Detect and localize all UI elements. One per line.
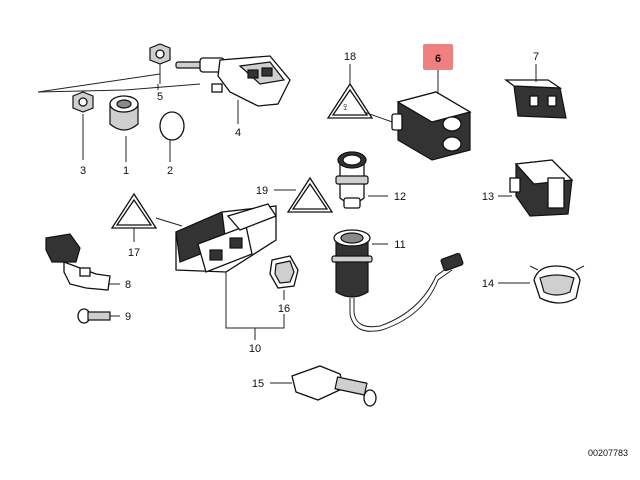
part-9-screw[interactable] bbox=[77, 308, 120, 324]
callout-17: 17 bbox=[128, 247, 140, 259]
part-12-cigarette-lighter[interactable] bbox=[335, 151, 388, 209]
part-3-nut[interactable] bbox=[72, 91, 94, 160]
part-15-sensor[interactable] bbox=[270, 365, 377, 407]
part-19-warning-triangle[interactable] bbox=[274, 176, 334, 213]
callout-1: 1 bbox=[123, 165, 129, 177]
part-8-bracket[interactable] bbox=[45, 233, 120, 291]
part-18-warning-triangle[interactable]: ꔌ bbox=[326, 64, 399, 125]
callout-15: 15 bbox=[252, 378, 264, 390]
callout-8: 8 bbox=[125, 279, 131, 291]
callout-9: 9 bbox=[125, 311, 131, 323]
part-13-switch-module[interactable] bbox=[498, 159, 574, 217]
part-14-clip[interactable] bbox=[498, 265, 585, 304]
part-11-socket[interactable] bbox=[331, 229, 464, 332]
callout-2: 2 bbox=[167, 165, 173, 177]
callout-5: 5 bbox=[157, 91, 163, 103]
part-17-warning-triangle[interactable] bbox=[110, 192, 183, 242]
part-2-cap[interactable] bbox=[159, 111, 185, 162]
part-6-switch[interactable] bbox=[391, 70, 472, 161]
part-10-switch-assembly[interactable] bbox=[175, 203, 277, 273]
callout-6: 6 bbox=[435, 53, 441, 65]
part-5-hex-nut[interactable] bbox=[149, 43, 171, 84]
leader-line bbox=[37, 83, 201, 93]
callout-7: 7 bbox=[533, 51, 539, 63]
part-16-button-cap[interactable] bbox=[269, 255, 299, 300]
callout-10: 10 bbox=[249, 343, 261, 355]
highlight-box bbox=[423, 44, 453, 70]
part-4-brake-light-switch[interactable] bbox=[175, 55, 291, 124]
callout-14: 14 bbox=[482, 278, 494, 290]
callout-16: 16 bbox=[278, 303, 290, 315]
svg-text:ꔌ: ꔌ bbox=[343, 103, 347, 112]
part-1-bushing[interactable] bbox=[109, 95, 139, 162]
callout-11: 11 bbox=[394, 239, 405, 251]
callout-4: 4 bbox=[235, 127, 241, 139]
callout-3: 3 bbox=[80, 165, 86, 177]
callout-18: 18 bbox=[344, 51, 356, 63]
callout-13: 13 bbox=[482, 191, 494, 203]
leader-line bbox=[37, 73, 161, 93]
callout-12: 12 bbox=[394, 191, 406, 203]
callout-19: 19 bbox=[256, 185, 268, 197]
part-7-connector[interactable] bbox=[504, 64, 567, 119]
catalog-number: 00207783 bbox=[588, 448, 628, 458]
